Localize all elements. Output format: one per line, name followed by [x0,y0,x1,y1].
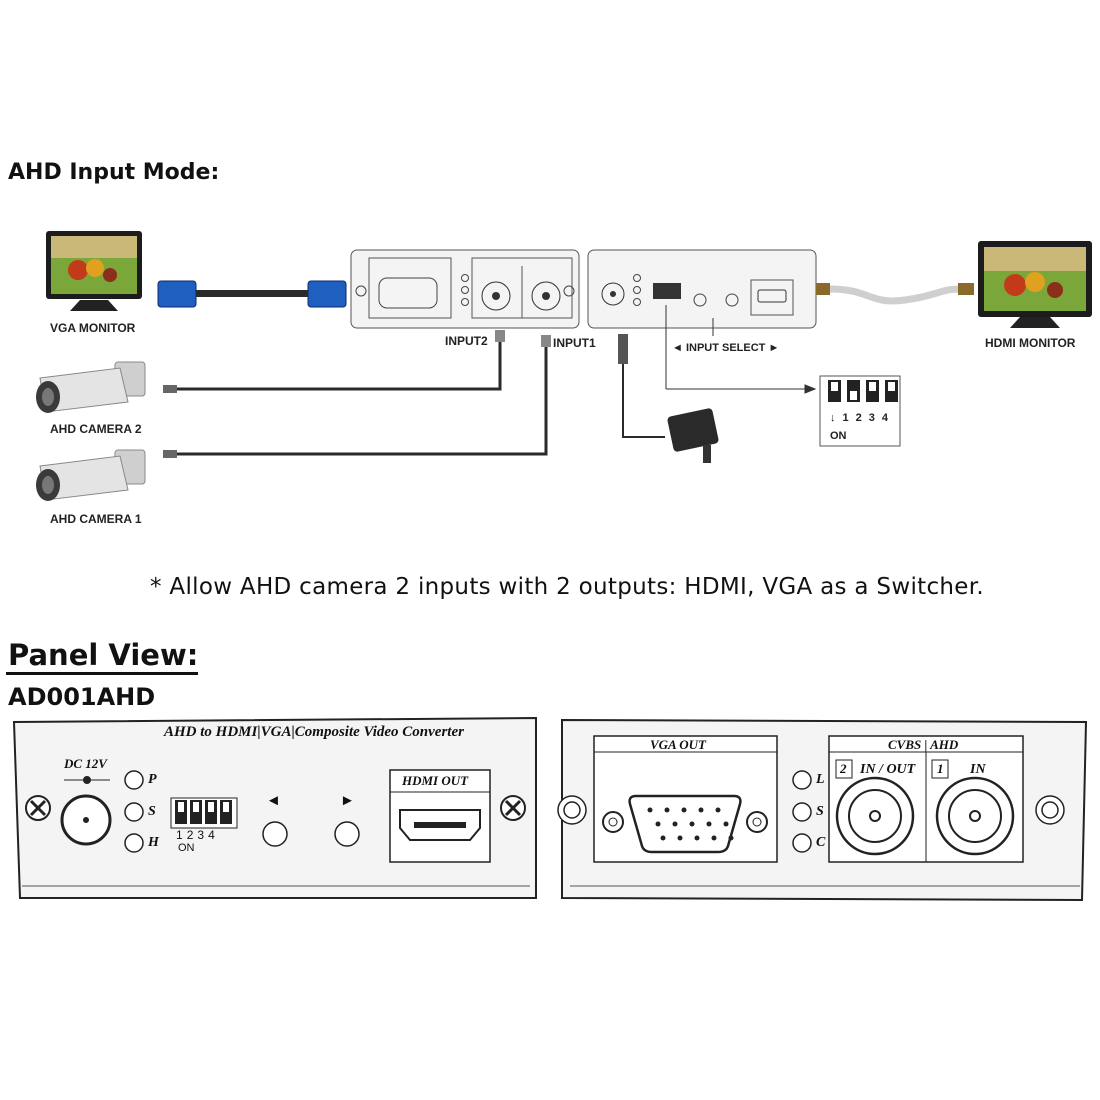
ch2-number: 2 [840,761,847,776]
dip-num-4: 4 [881,412,895,424]
front-dip-num-1: 1 [176,828,187,842]
input2-label: INPUT2 [445,334,488,348]
panel-heading-underline [6,672,198,675]
camera-1-icon [36,449,146,501]
led-l [792,770,812,790]
converter-back-box [350,249,580,329]
front-panel-title: AHD to HDMI|VGA|Composite Video Converte… [164,724,464,740]
back-screw-right [1035,795,1065,825]
converter-front-box [587,249,817,329]
ch1-number: 1 [937,761,944,776]
input-select-label: ◄ INPUT SELECT ► [672,342,780,354]
input-select-text: INPUT SELECT [685,342,766,354]
camera-1-label: AHD CAMERA 1 [50,512,142,526]
vga-out-label: VGA OUT [650,737,706,752]
led-p [124,770,144,790]
vga-monitor-icon [46,231,142,311]
led-s-back [792,802,812,822]
led-s-back-label: S [816,804,824,819]
vga-out-port [593,735,778,863]
camera-2-label: AHD CAMERA 2 [50,422,142,436]
dc-label: DC 12V [64,756,107,771]
ch1-label: IN [970,762,986,777]
hdmi-out-port [389,769,491,863]
front-dip-switch [170,797,238,829]
dip-callout-lines [665,305,817,394]
hdmi-monitor-icon [978,241,1092,328]
led-c-label: C [816,835,826,850]
front-dip-num-4: 4 [208,828,219,842]
note-text: * Allow AHD camera 2 inputs with 2 outpu… [150,574,984,600]
led-c [792,833,812,853]
camera-cables [163,330,551,458]
dc-jack [60,776,112,846]
front-dip-num-2: 2 [186,828,198,842]
dip-num-1: 1 [842,412,856,424]
dip-num-2: 2 [855,412,869,424]
led-s-label: S [148,804,156,819]
camera-2-icon [36,361,146,413]
front-panel [12,716,537,899]
dip-switch-enlarged [819,375,901,447]
hdmi-cable [816,283,974,305]
power-adapter-icon [618,334,719,463]
mode-heading: AHD Input Mode: [8,160,220,185]
panel-heading: Panel View: [8,638,199,672]
ch2-label: IN / OUT [860,762,916,777]
dip-on-label: ON [830,430,847,442]
front-screw-left [25,795,51,821]
model-name: AD001AHD [8,683,156,711]
select-left-button [262,821,288,847]
front-dip-on: ON [178,842,195,854]
right-arrow-icon: ► [340,792,355,809]
dip-numbers-label: ↓1234 [830,412,895,424]
hdmi-out-label: HDMI OUT [402,773,469,788]
left-arrow-icon: ◄ [266,792,281,809]
dip-num-3: 3 [868,412,882,424]
front-dip-num-3: 3 [197,828,209,842]
connection-diagram [36,231,1092,501]
led-h [124,833,144,853]
led-h-label: H [148,835,159,850]
cvbs-ahd-label: CVBS | AHD [888,737,959,752]
hdmi-monitor-label: HDMI MONITOR [985,336,1076,350]
dip-arrow: ↓ [830,412,843,424]
front-screw-right [500,795,526,821]
back-screw-left [557,795,587,825]
front-dip-numbers: 1234 [176,828,219,842]
led-l-label: L [816,772,825,787]
vga-monitor-label: VGA MONITOR [50,321,136,335]
input1-label: INPUT1 [553,336,596,350]
led-p-label: P [148,772,157,787]
panel-view-drawing [12,716,1088,902]
back-panel [557,718,1088,902]
led-s [124,802,144,822]
cvbs-ahd-ports [828,735,1024,863]
select-right-button [334,821,360,847]
vga-cable [157,280,347,308]
